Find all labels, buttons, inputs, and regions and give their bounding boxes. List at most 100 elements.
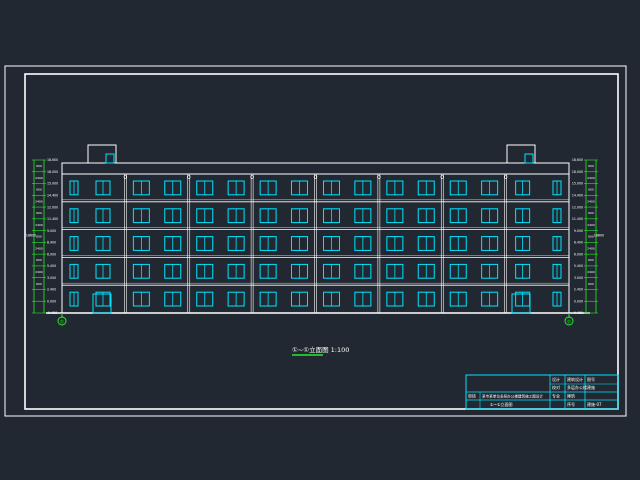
window: [164, 180, 182, 196]
window: [552, 263, 562, 279]
window: [196, 263, 214, 279]
entrance-door-left: [92, 293, 112, 314]
elevation-label: 18.000: [572, 170, 583, 174]
window: [449, 236, 467, 251]
window: [95, 208, 111, 224]
window: [323, 180, 340, 196]
tb-r1-c3: 图号: [587, 376, 595, 382]
dimension-label: 600: [36, 188, 42, 192]
pilasters: [123, 174, 508, 313]
window: [354, 291, 372, 307]
elevation-label: 18.000: [47, 170, 58, 174]
elevation-label: 14.400: [572, 194, 583, 198]
rain-outlet: [187, 175, 191, 179]
window: [164, 291, 182, 307]
rain-outlet: [440, 175, 444, 179]
tb-r3-c3: 专业: [552, 393, 560, 399]
window: [69, 291, 79, 307]
roof-parapet: [61, 162, 570, 175]
elevation-label: 9.000: [47, 229, 56, 233]
title-block: 设计 建筑设计 图号 校对 多层办公楼 建施 审核 某市某单位多层办公楼建筑施工…: [465, 374, 619, 410]
window: [417, 291, 435, 307]
dimension-label: 600: [588, 188, 594, 192]
window: [417, 236, 435, 251]
stair-tower-left: [87, 144, 117, 164]
stair-tower-right-door: [524, 153, 534, 164]
dimension-label: 600: [36, 258, 42, 262]
elevation-label: 8.400: [47, 241, 56, 245]
rain-outlet: [123, 175, 128, 179]
entrance-door-right: [511, 293, 531, 314]
elevation-label: 11.400: [572, 217, 583, 221]
window: [354, 236, 372, 251]
elevation-label: 18.600: [572, 158, 583, 162]
window: [291, 236, 308, 251]
tb-r4-c2: 序号: [567, 401, 575, 407]
dimension-chain-left: 18.60018.00015.00014.40012.00011.4009.00…: [26, 158, 58, 315]
window: [132, 180, 150, 196]
dimension-label: 600: [36, 164, 42, 168]
elevation-label: 15.000: [47, 182, 58, 186]
elevation-label: 12.000: [47, 205, 58, 209]
window: [481, 263, 499, 279]
window: [259, 236, 277, 251]
rain-outlet: [377, 175, 381, 179]
elevation-label: 3.000: [574, 276, 583, 280]
window: [196, 180, 214, 196]
floor-lines: [62, 199, 569, 286]
window: [196, 291, 214, 307]
tb-r2-c3: 建施: [587, 384, 595, 390]
window: [417, 208, 435, 224]
elevation-label: -0.450: [573, 311, 583, 315]
window: [227, 180, 245, 196]
dimension-label: 2400: [587, 199, 595, 203]
dimension-label: 2400: [587, 246, 595, 250]
window: [552, 208, 562, 224]
window: [386, 208, 404, 224]
window: [164, 208, 182, 224]
elevation-label: 11.400: [47, 217, 58, 221]
tb-r2-c1: 校对: [552, 384, 560, 390]
window: [552, 291, 562, 307]
tb-r4-c3: 建施-07: [587, 401, 602, 407]
dimension-label: 600: [36, 211, 42, 215]
window: [259, 263, 277, 279]
window: [132, 291, 150, 307]
window: [227, 263, 245, 279]
dimension-label: 2400: [587, 270, 595, 274]
dimension-label: 600: [588, 211, 594, 215]
dimension-label: 600: [36, 235, 42, 239]
elevation-label: 0.000: [47, 299, 56, 303]
elevation-label: 2.400: [47, 288, 56, 292]
dimension-label: 600: [588, 258, 594, 262]
stair-tower-right: [506, 144, 536, 164]
window: [132, 208, 150, 224]
window: [291, 180, 308, 196]
elevation-label: 14.400: [47, 194, 58, 198]
window: [323, 291, 340, 307]
window: [515, 208, 531, 224]
rain-outlet: [250, 175, 254, 179]
tb-r3-c4: 建筑: [567, 393, 575, 399]
dimension-label: 2400: [587, 176, 595, 180]
dimension-label: 600: [588, 282, 594, 286]
outer-frame: [4, 65, 627, 417]
window: [354, 180, 372, 196]
window: [196, 236, 214, 251]
window: [449, 263, 467, 279]
window: [227, 236, 245, 251]
window: [291, 263, 308, 279]
window: [417, 180, 435, 196]
axis-bubble-right: [564, 316, 574, 326]
window: [259, 208, 277, 224]
elevation-label: 12.000: [572, 205, 583, 209]
window: [515, 263, 531, 279]
window: [481, 236, 499, 251]
stair-tower-left-door: [105, 153, 115, 164]
window: [95, 263, 111, 279]
window: [323, 208, 340, 224]
window: [95, 236, 111, 251]
elevation-label: 15.000: [572, 182, 583, 186]
window: [323, 263, 340, 279]
